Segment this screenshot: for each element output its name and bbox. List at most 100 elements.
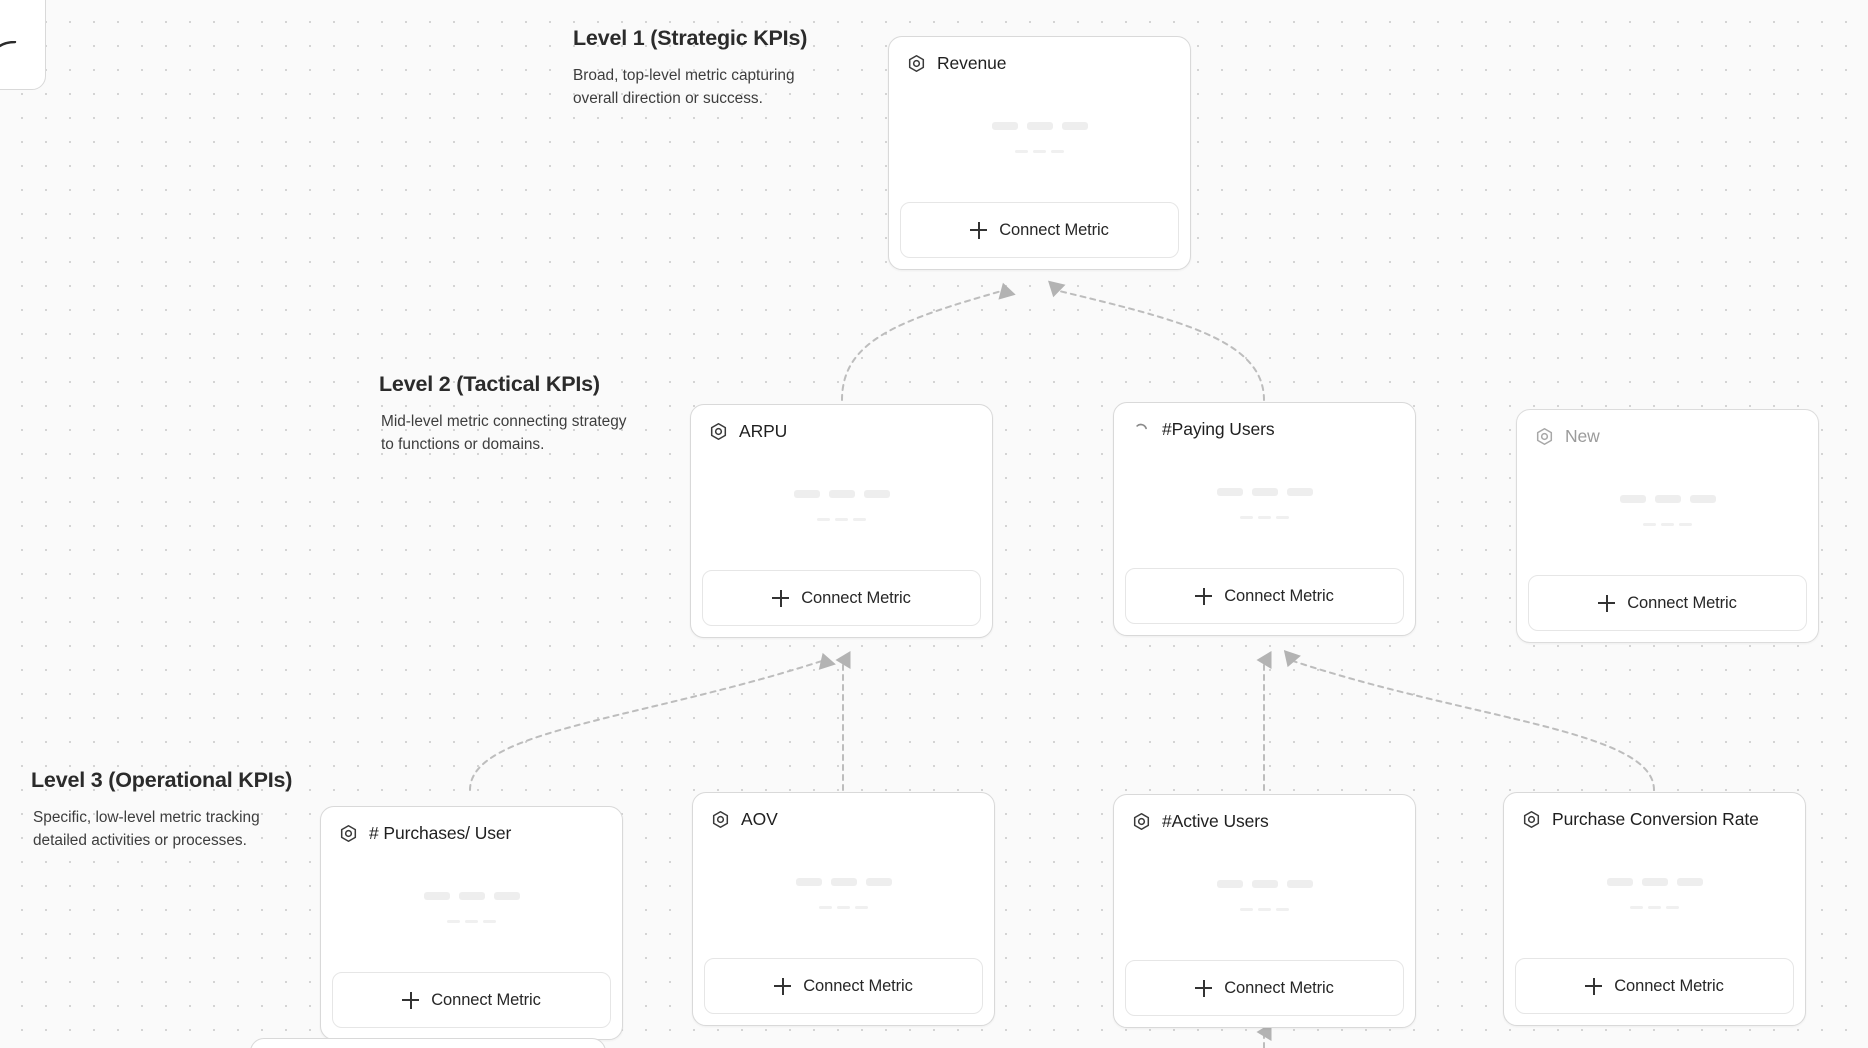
plus-icon [1195, 587, 1213, 605]
plus-icon [772, 589, 790, 607]
skeleton-bar [1286, 879, 1313, 888]
skeleton-row-secondary [447, 919, 496, 923]
card-skeleton-body [1504, 830, 1805, 958]
partial-metric-card-corner[interactable] [0, 0, 46, 90]
skeleton-row-primary [1216, 879, 1313, 888]
skeleton-bar [817, 517, 830, 521]
skeleton-row-secondary [1630, 905, 1679, 909]
skeleton-bar [1061, 121, 1088, 130]
skeleton-bar [1661, 522, 1674, 526]
metric-card-aov[interactable]: AOV Connect Metric [692, 792, 995, 1026]
connect-metric-button[interactable]: Connect Metric [1125, 960, 1404, 1016]
level-1-label-group: Level 1 (Strategic KPIs) Broad, top-leve… [573, 26, 823, 110]
skeleton-bar [1216, 879, 1243, 888]
metric-card-purchase-conversion-rate[interactable]: Purchase Conversion Rate Connect Metric [1503, 792, 1806, 1026]
skeleton-row-secondary [1240, 907, 1289, 911]
card-skeleton-body [1114, 832, 1415, 960]
skeleton-bar [837, 905, 850, 909]
connect-metric-button[interactable]: Connect Metric [702, 570, 981, 626]
level-2-label-group: Level 2 (Tactical KPIs) Mid-level metric… [379, 372, 631, 456]
hexagon-icon [1523, 810, 1540, 829]
connect-metric-button[interactable]: Connect Metric [900, 202, 1179, 258]
card-header: Revenue [889, 37, 1190, 74]
plus-icon [774, 977, 792, 995]
skeleton-bar [828, 489, 855, 498]
metric-card-arpu[interactable]: ARPU Connect Metric [690, 404, 993, 638]
connect-metric-button[interactable]: Connect Metric [1125, 568, 1404, 624]
skeleton-bar [1689, 494, 1716, 503]
skeleton-bar [1276, 515, 1289, 519]
card-header: #Active Users [1114, 795, 1415, 832]
level-3-label-group: Level 3 (Operational KPIs) Specific, low… [31, 768, 292, 852]
skeleton-bar [1258, 515, 1271, 519]
skeleton-bar [835, 517, 848, 521]
card-title: Purchase Conversion Rate [1552, 809, 1759, 829]
skeleton-bar [1033, 149, 1046, 153]
connect-metric-button[interactable]: Connect Metric [1528, 575, 1807, 631]
hexagon-icon [340, 824, 357, 843]
skeleton-row-secondary [817, 517, 866, 521]
card-header: Purchase Conversion Rate [1504, 793, 1805, 830]
skeleton-row-primary [795, 877, 892, 886]
skeleton-bar [1051, 149, 1064, 153]
connect-metric-label: Connect Metric [803, 976, 913, 995]
hexagon-icon [710, 422, 727, 441]
connect-metric-button[interactable]: Connect Metric [332, 972, 611, 1028]
plus-icon [1195, 979, 1213, 997]
skeleton-bar [853, 517, 866, 521]
skeleton-bar [493, 891, 520, 900]
hexagon-icon [908, 54, 925, 73]
metric-card-revenue[interactable]: Revenue Connect Metric [888, 36, 1191, 270]
skeleton-row-secondary [819, 905, 868, 909]
connect-metric-label: Connect Metric [1627, 593, 1737, 612]
skeleton-bar [1630, 905, 1643, 909]
card-header: AOV [693, 793, 994, 830]
card-title: #Paying Users [1162, 419, 1275, 439]
card-header: New [1517, 410, 1818, 447]
skeleton-row-primary [1606, 877, 1703, 886]
skeleton-bar [1240, 907, 1253, 911]
card-header: ARPU [691, 405, 992, 442]
skeleton-bar [1666, 905, 1679, 909]
hexagon-icon [1536, 427, 1553, 446]
skeleton-row-secondary [1015, 149, 1064, 153]
skeleton-bar [1606, 877, 1633, 886]
skeleton-row-primary [991, 121, 1088, 130]
metric-card-active-users[interactable]: #Active Users Connect Metric [1113, 794, 1416, 1028]
skeleton-bar [1619, 494, 1646, 503]
card-title: #Active Users [1162, 811, 1269, 831]
metric-card-purchases-per-user[interactable]: # Purchases/ User Connect Metric [320, 806, 623, 1040]
connect-metric-button[interactable]: Connect Metric [1515, 958, 1794, 1014]
skeleton-bar [855, 905, 868, 909]
partial-metric-card-bottom-left[interactable] [250, 1038, 606, 1048]
skeleton-bar [1641, 877, 1668, 886]
skeleton-bar [865, 877, 892, 886]
card-skeleton-body [691, 442, 992, 570]
connect-metric-button[interactable]: Connect Metric [704, 958, 983, 1014]
skeleton-row-primary [423, 891, 520, 900]
plus-icon [1585, 977, 1603, 995]
hexagon-icon [712, 810, 729, 829]
skeleton-row-primary [793, 489, 890, 498]
card-skeleton-body [321, 844, 622, 972]
connect-metric-label: Connect Metric [1614, 976, 1724, 995]
skeleton-bar [1648, 905, 1661, 909]
skeleton-bar [458, 891, 485, 900]
card-skeleton-body [1114, 440, 1415, 568]
level-1-title: Level 1 (Strategic KPIs) [573, 26, 808, 50]
skeleton-bar [447, 919, 460, 923]
skeleton-bar [423, 891, 450, 900]
connect-metric-label: Connect Metric [999, 220, 1109, 239]
card-title: Revenue [937, 53, 1007, 73]
connect-metric-label: Connect Metric [1224, 586, 1334, 605]
metric-card-paying-users[interactable]: #Paying Users Connect Metric [1113, 402, 1416, 636]
metric-card-new[interactable]: New Connect Metric [1516, 409, 1819, 643]
skeleton-row-primary [1619, 494, 1716, 503]
skeleton-bar [1643, 522, 1656, 526]
level-1-description: Broad, top-level metric capturing overal… [573, 67, 795, 107]
skeleton-bar [465, 919, 478, 923]
skeleton-bar [1258, 907, 1271, 911]
skeleton-bar [1216, 487, 1243, 496]
card-skeleton-body [889, 74, 1190, 202]
